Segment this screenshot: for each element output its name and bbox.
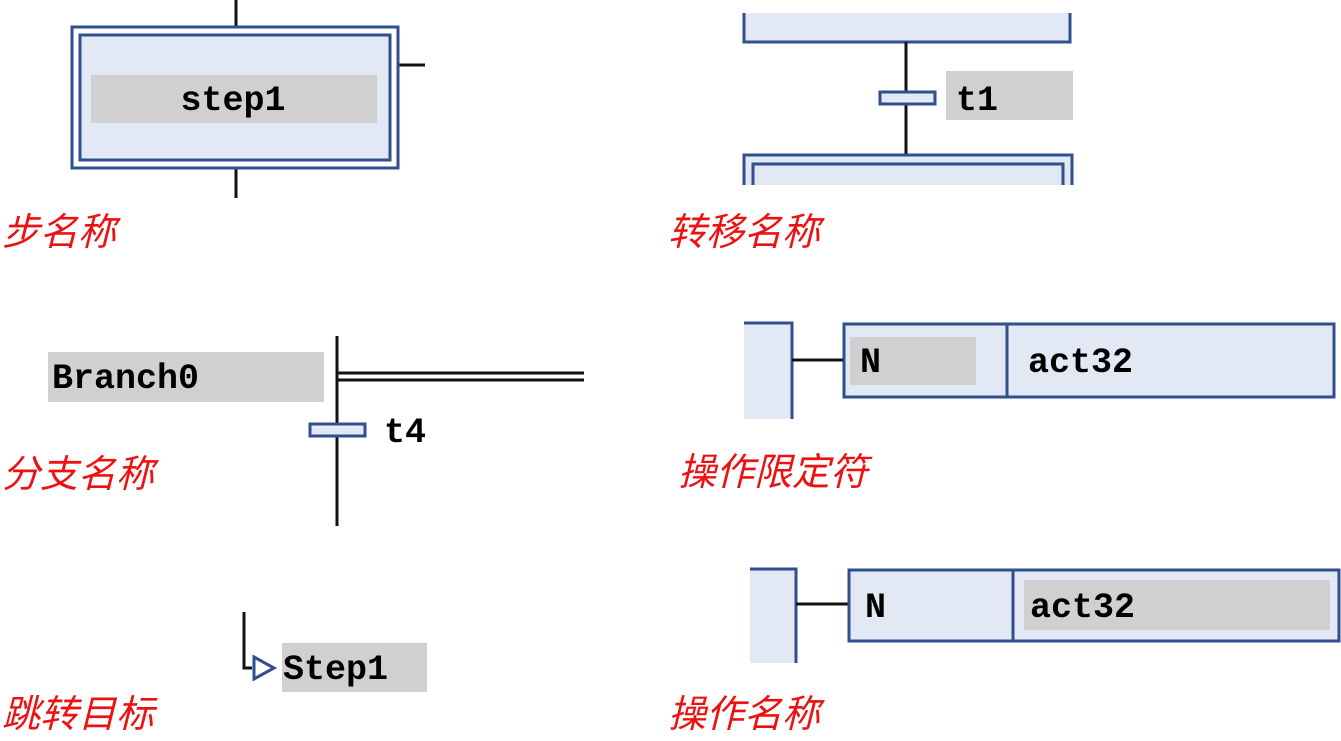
transition-caption: 转移名称	[668, 210, 826, 254]
jump-target-highlight	[282, 643, 427, 692]
jump-arrow-icon	[252, 654, 278, 682]
step-element[interactable]: step1	[70, 0, 425, 198]
jump-element[interactable]: Step1	[242, 612, 427, 692]
transition-element[interactable]: t1	[742, 13, 1074, 185]
jump-target: Step1	[283, 650, 388, 690]
step-name: step1	[180, 81, 285, 121]
action2-qualifier: N	[865, 588, 886, 628]
action-qualifier-caption: 操作限定符	[678, 450, 873, 494]
lower-step-inner	[751, 162, 1065, 185]
action-name-1: act32	[1028, 343, 1133, 383]
branch-name: Branch0	[52, 359, 199, 399]
action-name-caption: 操作名称	[668, 692, 826, 736]
action-name-highlight	[1024, 580, 1330, 630]
jump-line	[242, 612, 252, 670]
transition-bar	[878, 90, 937, 106]
step-name-highlight	[91, 75, 377, 123]
branch-caption: 分支名称	[2, 452, 160, 496]
branch-transition-name: t4	[384, 413, 426, 453]
branch-transition-bar	[308, 422, 367, 438]
branch-element[interactable]: Branch0 t4	[48, 336, 584, 526]
qualifier-highlight	[850, 337, 976, 385]
transition-name-highlight	[946, 71, 1073, 120]
lower-step-block	[744, 155, 1072, 185]
action2-step-block	[750, 569, 796, 663]
action-name-2: act32	[1030, 588, 1135, 628]
jump-caption: 跳转目标	[2, 692, 158, 736]
lower-step-outer	[742, 153, 1074, 185]
upper-step-block	[744, 13, 1070, 42]
branch-name-highlight	[48, 352, 324, 402]
transition-name: t1	[956, 81, 998, 121]
action-qualifier-element[interactable]: N act32	[744, 321, 1336, 419]
action-step-outline	[744, 321, 794, 419]
action-name-element[interactable]: N act32	[750, 567, 1341, 663]
action-qualifier: N	[860, 343, 881, 383]
action-step-block	[744, 323, 792, 419]
action2-step-outline	[750, 567, 798, 663]
step-caption: 步名称	[2, 210, 122, 254]
